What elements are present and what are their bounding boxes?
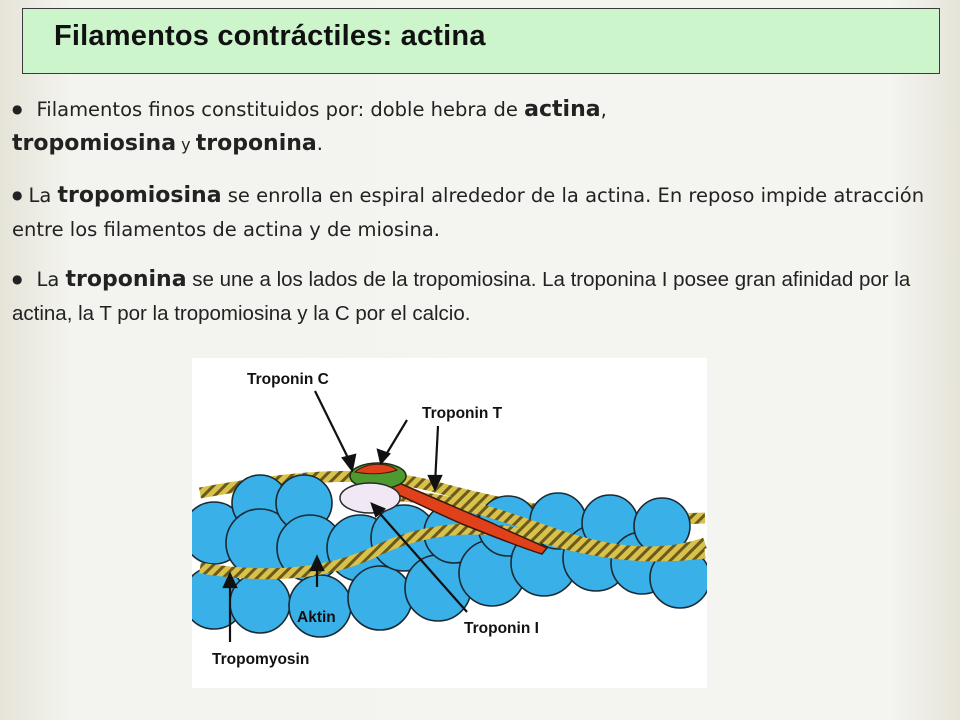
bullet-paragraph-3: ● La troponina se une a los lados de la t… xyxy=(12,262,937,331)
bullet-1-text-2: , xyxy=(600,98,607,121)
label-troponin-i: Troponin I xyxy=(464,620,539,637)
diagram-svg: Troponin C Troponin T Aktin Troponin I T… xyxy=(192,371,707,668)
term-troponina: troponina xyxy=(65,267,187,292)
title-box xyxy=(22,8,940,74)
bullet-1-text-1: Filamentos finos constituidos por: doble… xyxy=(36,98,525,121)
bullet-icon: ● xyxy=(12,272,23,286)
bullet-paragraph-1: ● Filamentos finos constituidos por: dobl… xyxy=(12,92,937,162)
troponin-c-cap xyxy=(353,463,398,475)
troponin-i-shape xyxy=(339,482,401,514)
slide-title: Filamentos contráctiles: actina xyxy=(54,20,486,52)
bullet-1-text-3: y xyxy=(176,135,196,154)
label-tropomyosin: Tropomyosin xyxy=(212,651,309,668)
bullet-3-text-1: La xyxy=(36,268,66,291)
label-troponin-c: Troponin C xyxy=(247,371,329,388)
bullet-2-text-1: La xyxy=(28,184,58,207)
bullet-3-text-2: se une a los lados de la tropomiosina. L… xyxy=(12,268,911,325)
label-aktin: Aktin xyxy=(297,609,336,626)
term-actina: actina xyxy=(524,97,601,122)
bullet-icon: ● xyxy=(12,188,23,202)
troponin-t-shape xyxy=(385,479,549,555)
bullet-icon: ● xyxy=(12,102,23,116)
term-tropomiosina: tropomiosina xyxy=(57,183,222,208)
actin-filament-diagram: Troponin C Troponin T Aktin Troponin I T… xyxy=(192,358,707,688)
bullet-1-text-4: . xyxy=(316,132,323,155)
bullet-paragraph-2: ● La tropomiosina se enrolla en espiral a… xyxy=(12,178,937,247)
term-tropomiosina: tropomiosina xyxy=(12,131,177,156)
term-troponina: troponina xyxy=(195,131,317,156)
label-troponin-t: Troponin T xyxy=(422,405,503,422)
bullet-2-text-2: se enrolla en espiral alrededor de la ac… xyxy=(12,184,925,241)
label-arrows xyxy=(222,390,468,642)
